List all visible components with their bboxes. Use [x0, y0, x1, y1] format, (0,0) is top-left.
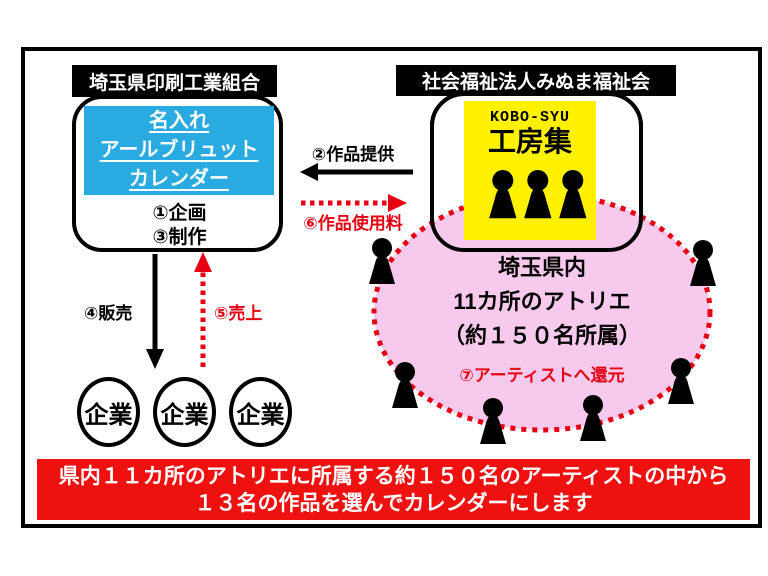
summary-banner: 県内１１カ所のアトリエに所属する約１５０名のアーティストの中から １３名の作品を… — [37, 459, 750, 520]
process-steps: ①企画 ③制作 — [92, 202, 267, 250]
atelier-line-2: 11カ所のアトリエ — [453, 289, 631, 314]
calendar-title-box: 名入れ アールブリュット カレンダー — [84, 106, 274, 195]
sell-label: ④販売 — [84, 304, 133, 323]
calendar-title-line-3: カレンダー — [129, 168, 229, 190]
usage-fee-label: ⑥作品使用料 — [303, 214, 403, 233]
company-circle: 企業 — [153, 377, 216, 447]
atelier-line-3: （約１５０名所属） — [442, 323, 641, 348]
kobo-syu-box: KOBO-SYU 工房集 — [464, 101, 596, 240]
provide-label: ②作品提供 — [311, 145, 395, 164]
calendar-title-line-1: 名入れ — [149, 110, 209, 132]
kobo-syu-name: 工房集 — [487, 126, 572, 157]
step-produce: ③制作 — [152, 227, 207, 248]
kobo-syu-romaji: KOBO-SYU — [489, 109, 570, 126]
company-label: 企業 — [160, 401, 209, 429]
atelier-text: 埼玉県内 11カ所のアトリエ （約１５０名所属） — [402, 251, 682, 353]
printing-union-header: 埼玉県印刷工業組合 — [72, 65, 277, 97]
calendar-title-line-2: アールブリュット — [99, 139, 259, 161]
step-plan: ①企画 — [152, 203, 207, 224]
company-circle: 企業 — [77, 377, 140, 447]
printing-union-header-label: 埼玉県印刷工業組合 — [88, 72, 260, 94]
company-label: 企業 — [84, 401, 133, 429]
welfare-org-header-label: 社会福祉法人みぬま福祉会 — [421, 72, 650, 93]
company-label: 企業 — [236, 401, 285, 429]
company-circle: 企業 — [229, 377, 292, 447]
artist-return-note: ⑦アーティストへ還元 — [459, 366, 625, 385]
welfare-org-header: 社会福祉法人みぬま福祉会 — [396, 65, 676, 96]
sales-label: ⑤売上 — [214, 304, 263, 323]
atelier-line-1: 埼玉県内 — [497, 255, 586, 280]
summary-banner-line-1: 県内１１カ所のアトリエに所属する約１５０名のアーティストの中から — [58, 464, 729, 488]
summary-banner-line-2: １３名の作品を選んでカレンダーにします — [194, 491, 593, 515]
